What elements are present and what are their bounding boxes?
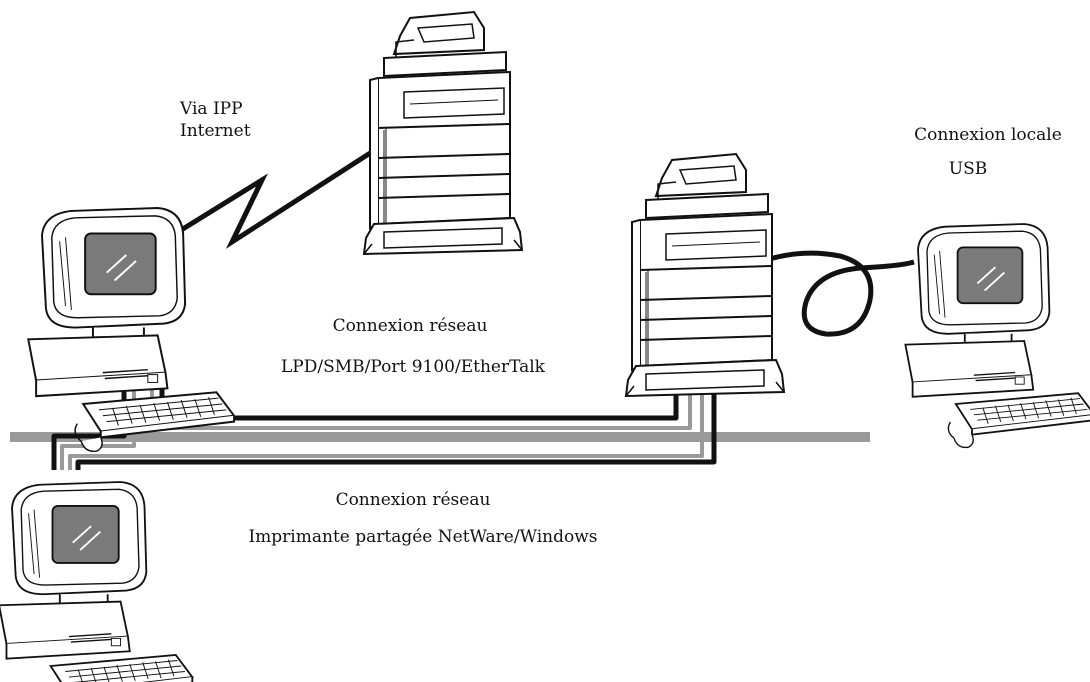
local-label-line2: USB	[949, 159, 987, 179]
network-label-2-line2: Imprimante partagée NetWare/Windows	[248, 527, 597, 547]
ipp-label-line1: Via IPP	[179, 99, 243, 119]
network-label-1-line2: LPD/SMB/Port 9100/EtherTalk	[281, 357, 546, 377]
ipp-internet-link	[176, 145, 380, 249]
local-label-line1: Connexion locale	[914, 125, 1062, 145]
network-label-2-line1: Connexion réseau	[336, 490, 491, 510]
computer-shared-network-icon	[0, 481, 194, 682]
ipp-label-line2: Internet	[180, 121, 251, 141]
network-label-1-line1: Connexion réseau	[333, 316, 488, 336]
printer-network-icon	[625, 153, 785, 397]
computer-usb-icon	[904, 223, 1090, 449]
lan-backbone	[10, 432, 870, 442]
printer-ipp-icon	[363, 11, 523, 255]
computer-ipp-network-icon	[27, 207, 236, 453]
usb-cable	[759, 250, 915, 337]
